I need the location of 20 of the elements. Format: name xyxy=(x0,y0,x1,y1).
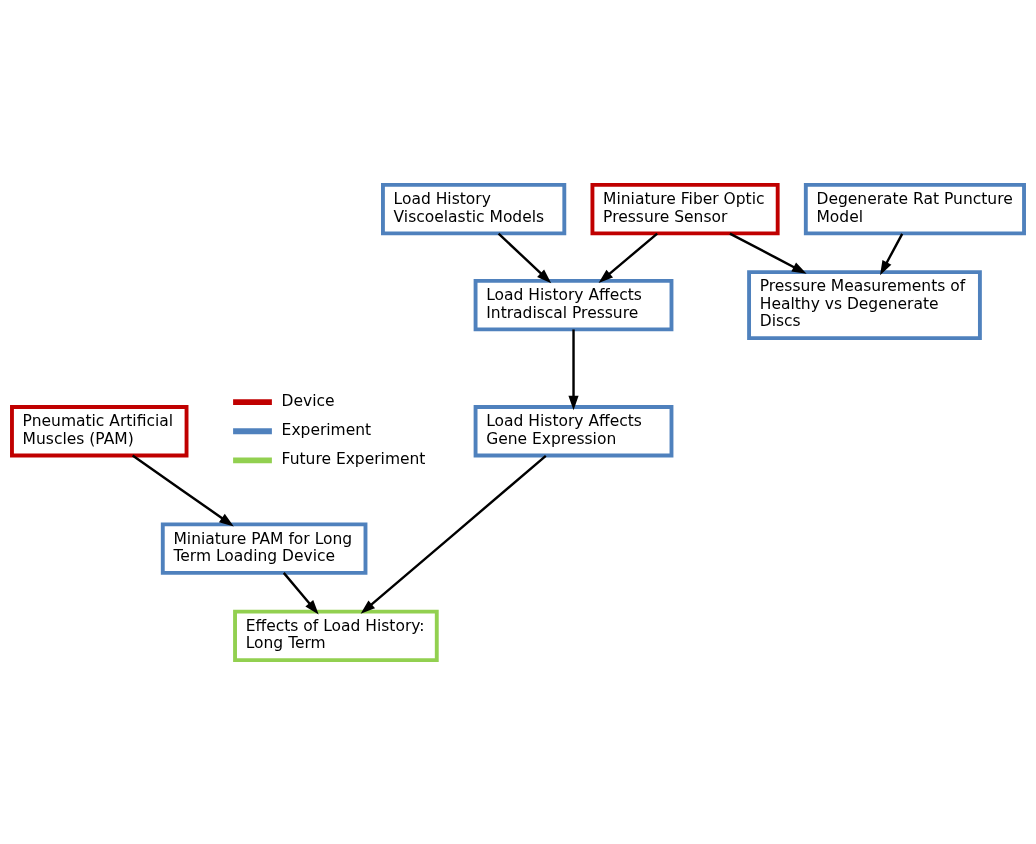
arrow xyxy=(568,328,579,410)
legend-label: Future Experiment xyxy=(281,449,426,468)
arrow xyxy=(598,232,658,283)
arrow xyxy=(497,232,552,283)
legend-label: Device xyxy=(281,391,335,410)
node-box: Pneumatic Artificial Muscles (PAM) xyxy=(10,404,189,457)
node-box: Miniature PAM for Long Term Loading Device xyxy=(160,521,368,575)
node-box: Load History Affects Intradiscal Pressure xyxy=(473,278,674,331)
arrow xyxy=(729,232,807,274)
arrow xyxy=(131,454,234,526)
arrow xyxy=(282,571,319,614)
node-box: Load History Viscoelastic Models xyxy=(381,182,567,235)
node-box: Effects of Load History: Long Term xyxy=(233,609,439,662)
arrow xyxy=(360,454,547,614)
node-box: Degenerate Rat Puncture Model xyxy=(803,182,1026,235)
legend-label: Experiment xyxy=(281,420,372,439)
node-box: Load History Affects Gene Expression xyxy=(473,404,674,457)
node-box: Pressure Measurements of Healthy vs Degenerate Discs xyxy=(747,269,982,340)
arrow xyxy=(880,232,904,275)
node-box: Miniature Fiber Optic Pressure Sensor xyxy=(590,182,780,235)
